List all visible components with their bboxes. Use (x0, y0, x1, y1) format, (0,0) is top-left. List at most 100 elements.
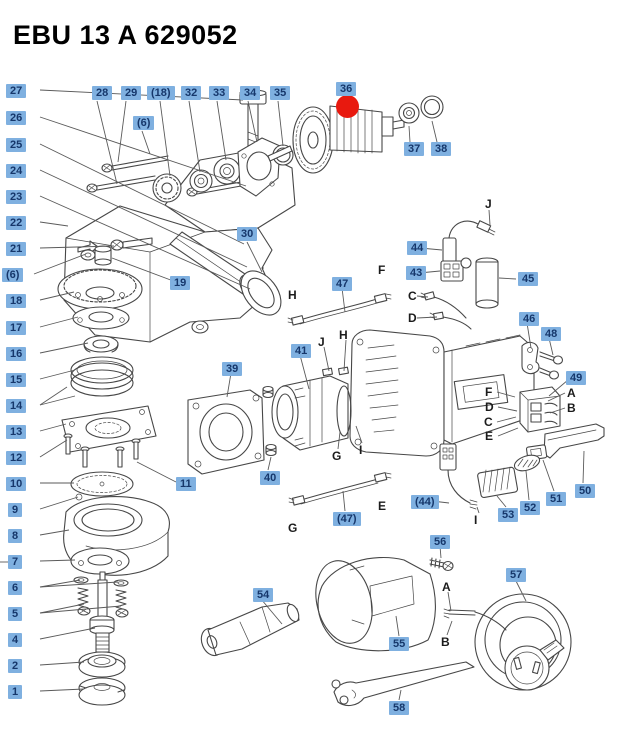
part-label-57[interactable]: 57 (506, 568, 527, 582)
leader-line (247, 100, 258, 143)
part-label-4[interactable]: 4 (8, 633, 23, 647)
drawing-coil-44 (442, 220, 496, 263)
part-label-1[interactable]: 1 (8, 685, 23, 699)
drawing-spindle-4 (89, 571, 115, 653)
part-label-47[interactable]: 47 (332, 277, 353, 291)
part-label-54[interactable]: 54 (253, 588, 274, 602)
part-label-44[interactable]: 44 (407, 241, 428, 255)
leader-line (39, 221, 69, 227)
part-label-23[interactable]: 23 (6, 190, 27, 204)
leader-line (216, 100, 227, 161)
part-label-53[interactable]: 53 (498, 508, 519, 522)
drawing-bracket-50 (543, 423, 605, 459)
part-label-28[interactable]: 28 (92, 86, 113, 100)
leader-line (323, 346, 330, 372)
leader-line (141, 130, 151, 155)
part-label-10[interactable]: 10 (6, 477, 27, 491)
part-label-6-ref-a[interactable]: (6) (2, 268, 24, 282)
wire-ref-c-1: C (408, 289, 417, 303)
part-label-32[interactable]: 32 (181, 86, 202, 100)
leader-line (33, 253, 87, 275)
part-label-19[interactable]: 19 (170, 276, 191, 290)
part-label-13[interactable]: 13 (6, 425, 27, 439)
leader-line (117, 100, 127, 163)
wire-ref-g-3: G (288, 521, 298, 535)
drawing-screw-56 (429, 557, 454, 572)
part-label-22[interactable]: 22 (6, 216, 27, 230)
leader-line (549, 407, 566, 414)
part-label-17[interactable]: 17 (6, 321, 27, 335)
page-title: EBU 13 A 629052 (13, 20, 238, 50)
drawing-screws-12-11 (63, 433, 141, 468)
part-label-6-ref-b[interactable]: (6) (133, 116, 155, 130)
part-label-58[interactable]: 58 (389, 701, 410, 715)
part-label-48[interactable]: 48 (541, 327, 562, 341)
part-label-45[interactable]: 45 (518, 272, 539, 286)
part-label-51[interactable]: 51 (546, 492, 567, 506)
part-label-9[interactable]: 9 (8, 503, 23, 517)
leader-line (39, 342, 89, 354)
wire-ref-i-2: I (359, 443, 363, 457)
part-label-8[interactable]: 8 (8, 529, 23, 543)
part-label-27[interactable]: 27 (6, 84, 27, 98)
part-label-43[interactable]: 43 (406, 266, 427, 280)
part-label-29[interactable]: 29 (121, 86, 142, 100)
leader-line (526, 322, 532, 349)
part-label-25[interactable]: 25 (6, 138, 27, 152)
part-label-11[interactable]: 11 (176, 477, 196, 491)
part-label-55[interactable]: 55 (389, 637, 410, 651)
part-label-35[interactable]: 35 (270, 86, 291, 100)
part-label-39[interactable]: 39 (222, 362, 243, 376)
part-label-38[interactable]: 38 (431, 142, 452, 156)
drawing-side-handle-30 (169, 231, 282, 316)
wire-ref-c-2: C (484, 415, 493, 429)
part-label-30[interactable]: 30 (237, 227, 258, 241)
part-label-26[interactable]: 26 (6, 111, 27, 125)
leader-line (277, 100, 284, 147)
part-label-34[interactable]: 34 (240, 86, 261, 100)
drawing-stator-41 (271, 366, 352, 451)
leader-line (39, 423, 67, 432)
part-label-12[interactable]: 12 (6, 451, 27, 465)
part-label-46[interactable]: 46 (519, 312, 540, 326)
drawing-bevel-gear-18 (57, 268, 143, 310)
part-label-33[interactable]: 33 (209, 86, 230, 100)
leader-line (341, 287, 346, 313)
drawing-pinion-18 (152, 173, 182, 203)
leader-line (39, 291, 75, 301)
leader-line (496, 391, 516, 398)
drawing-flange-17 (72, 306, 130, 330)
part-label-6[interactable]: 6 (8, 581, 23, 595)
wire-ref-h-1: H (288, 288, 297, 302)
part-label-36[interactable]: 36 (336, 82, 357, 96)
drawing-bearing-flange-34 (237, 137, 281, 197)
drawing-seal-32 (189, 169, 213, 193)
part-label-16[interactable]: 16 (6, 347, 27, 361)
part-label-18-ref[interactable]: (18) (147, 86, 175, 100)
part-label-47-ref[interactable]: (47) (333, 512, 361, 526)
part-label-15[interactable]: 15 (6, 373, 27, 387)
part-label-52[interactable]: 52 (520, 501, 541, 515)
wire-ref-f-2: F (485, 385, 493, 399)
part-label-50[interactable]: 50 (575, 484, 596, 498)
part-label-2[interactable]: 2 (8, 659, 23, 673)
part-label-40[interactable]: 40 (260, 471, 281, 485)
drawing-power-cable-57 (443, 593, 572, 691)
part-label-24[interactable]: 24 (6, 164, 27, 178)
part-label-49[interactable]: 49 (566, 371, 587, 385)
part-label-21[interactable]: 21 (6, 242, 27, 256)
part-label-56[interactable]: 56 (430, 535, 451, 549)
part-label-14[interactable]: 14 (6, 399, 27, 413)
part-label-41[interactable]: 41 (291, 344, 312, 358)
leader-line (136, 461, 177, 483)
wire-ref-j-1: J (485, 197, 492, 211)
part-label-7[interactable]: 7 (8, 555, 23, 569)
part-label-44-ref[interactable]: (44) (411, 495, 439, 509)
drawing-bearing-flange-39 (187, 389, 265, 475)
part-label-5[interactable]: 5 (8, 607, 23, 621)
drawing-wire-47-lower (288, 472, 392, 506)
part-label-37[interactable]: 37 (404, 142, 425, 156)
leader-line (39, 688, 85, 692)
part-label-18[interactable]: 18 (6, 294, 27, 308)
